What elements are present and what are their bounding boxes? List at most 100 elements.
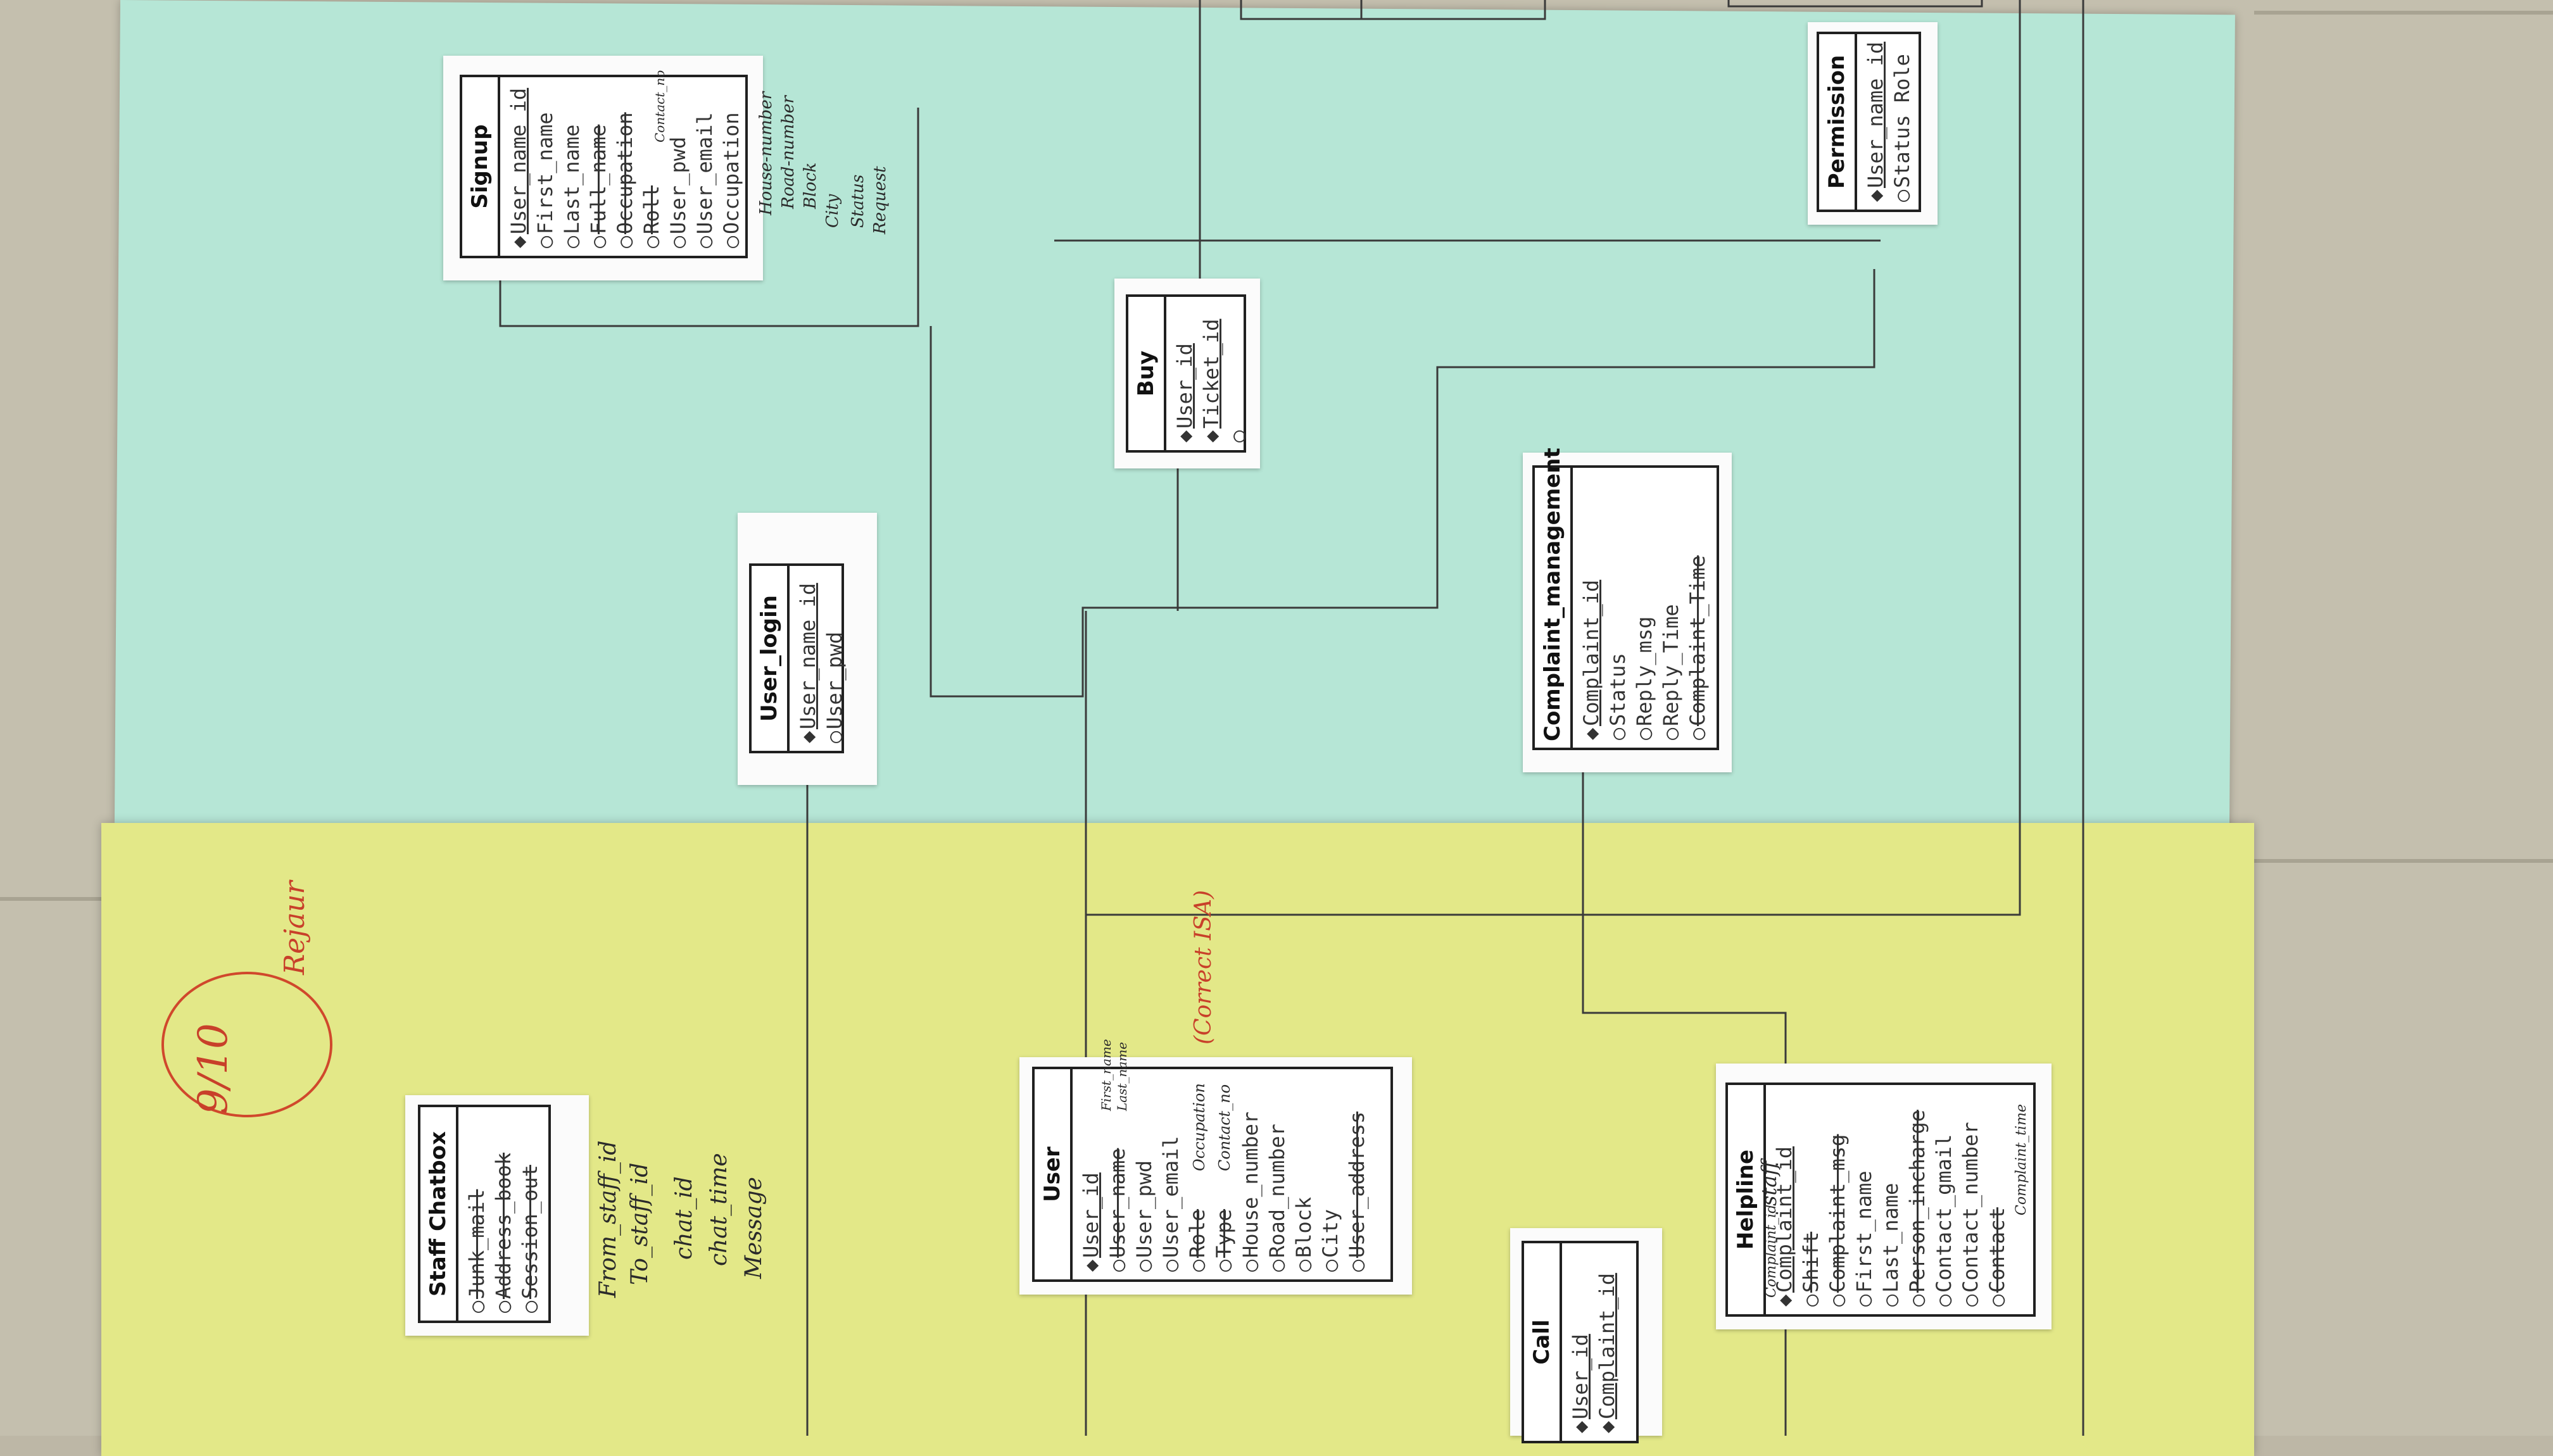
- helpline-inline-note: Complaint_id: [1763, 1205, 1779, 1298]
- user-login-card: User_login ◆User_name id ○User_pwd: [738, 513, 877, 785]
- note-line: Complaint_time: [2014, 1104, 2029, 1215]
- signup-field: ○User_pwd: [666, 136, 690, 248]
- note-line: Contact_no: [1216, 1084, 1233, 1171]
- user-inline-note: First_name: [1099, 1039, 1114, 1111]
- call-table: Call ◆User_id ◆Complaint_id: [1522, 1241, 1639, 1443]
- note-line: Rejaur: [279, 881, 311, 975]
- note-line: To_staff_id: [627, 1162, 653, 1285]
- complaint-management-card: Complaint_management ◆Complaint_id ○Stat…: [1523, 448, 1732, 772]
- helpline-inline-note: Complaint_time: [2014, 1104, 2029, 1215]
- signup-extra-note: Request: [871, 166, 890, 234]
- user-field: ○House_number: [1239, 1111, 1263, 1272]
- signup-card: Signup ◆User_name id ○First_name ○Last_n…: [443, 56, 763, 280]
- complaint-management-field: ○Reply_Time: [1659, 604, 1683, 740]
- user-table: User ◆User_id ○User_name ○User_pwd ○User…: [1032, 1067, 1393, 1282]
- signup-table: Signup ◆User_name id ○First_name ○Last_n…: [460, 75, 748, 258]
- user-field: ○User_email: [1159, 1136, 1183, 1272]
- buy-title: Buy: [1128, 297, 1166, 450]
- helpline-field: ○Person_incharge: [1905, 1110, 1929, 1307]
- user-inline-note: Contact_no: [1216, 1084, 1233, 1171]
- permission-table: Permission ◆User_name id ○Status Role: [1817, 32, 1921, 212]
- user-login-title: User_login: [752, 566, 790, 751]
- call-card: Call ◆User_id ◆Complaint_id: [1510, 1228, 1662, 1443]
- staff-chatbox-card: Staff Chatbox ○Junk_mail ○Address_book ○…: [405, 1095, 589, 1336]
- complaint-management-field: ○Reply_msg: [1632, 616, 1656, 740]
- chatbox-extra-note: chat_id: [671, 1176, 697, 1260]
- signup-field: ◆User_name id: [507, 87, 531, 248]
- staff-chatbox-field: ○Junk_mail: [465, 1189, 489, 1313]
- staff-chatbox-title: Staff Chatbox: [420, 1107, 458, 1321]
- signup-extra-note: Road-number: [779, 96, 798, 209]
- note-line: City: [823, 194, 842, 228]
- helpline-field: ○Last_name: [1879, 1183, 1903, 1307]
- user-correction-note: (Correct ISA): [1190, 890, 1216, 1045]
- signup-field: ○Last_name: [560, 124, 584, 248]
- helpline-field: ○Shift: [1799, 1231, 1823, 1307]
- note-line: Occupation: [1190, 1083, 1208, 1171]
- user-inline-note: Occupation: [1190, 1083, 1208, 1171]
- note-line: (Correct ISA): [1190, 890, 1216, 1045]
- note-line: Block: [801, 162, 820, 209]
- staff-chatbox-field: ○Session_out: [518, 1165, 542, 1313]
- helpline-field: ○First_name: [1852, 1170, 1876, 1307]
- note-line: chat_id: [671, 1176, 697, 1260]
- signup-field: ○Full_name: [586, 124, 610, 248]
- note-line: Request: [871, 166, 890, 234]
- call-field: ◆Complaint_id: [1595, 1272, 1619, 1433]
- signup-extra-note: Block: [801, 163, 820, 209]
- signup-field: ○First_name: [533, 112, 557, 248]
- user-field: ○User_pwd: [1132, 1160, 1156, 1272]
- signup-title: Signup: [462, 77, 500, 256]
- grade-text: 9/10: [190, 1023, 237, 1114]
- signup-extra-note: House-number: [757, 92, 776, 215]
- user-login-table: User_login ◆User_name id ○User_pwd: [749, 563, 847, 753]
- helpline-field: ○Contact_gmail: [1932, 1134, 1956, 1307]
- call-field: ◆User_id: [1568, 1334, 1592, 1433]
- user-field: ○Road_number: [1265, 1124, 1289, 1272]
- note-line: Message: [741, 1177, 767, 1279]
- user-login-field: ◆User_name id: [796, 582, 820, 743]
- signup-field: ○Occupation: [613, 112, 637, 248]
- user-card: User ◆User_id ○User_name ○User_pwd ○User…: [1019, 1057, 1412, 1295]
- user-title: User: [1035, 1069, 1073, 1279]
- helpline-inline-note: staff: [1757, 1161, 1781, 1206]
- helpline-field: ○Complaint_msg: [1825, 1134, 1850, 1307]
- helpline-card: Helpline ◆Complaint_id ○Shift ○Complaint…: [1716, 1064, 2052, 1329]
- note-line: House-number: [757, 91, 776, 215]
- staff-chatbox-field: ○Address_book: [491, 1152, 515, 1313]
- buy-card: Buy ◆User_id ◆Ticket_id ○: [1114, 279, 1260, 468]
- permission-card: Permission ◆User_name id ○Status Role: [1808, 22, 1938, 225]
- complaint-management-field: ○Status: [1606, 653, 1630, 740]
- signup-extra-note: Status: [848, 175, 867, 228]
- signup-inline-note: Contact_no: [652, 70, 667, 142]
- buy-field: ○: [1226, 430, 1250, 442]
- buy-table: Buy ◆User_id ◆Ticket_id ○: [1126, 294, 1250, 453]
- user-login-field: ○User_pwd: [823, 631, 847, 743]
- user-field: ○User_address: [1345, 1111, 1369, 1272]
- grade-circle: [161, 972, 332, 1117]
- user-field: ○Block: [1292, 1196, 1316, 1272]
- complaint-management-title: Complaint_management: [1535, 448, 1573, 748]
- signup-field: ○User_email: [693, 112, 717, 248]
- permission-field: ○Status Role: [1890, 54, 1914, 202]
- permission-field: ◆User_name id: [1863, 41, 1888, 202]
- note-line: Road-number: [779, 96, 798, 209]
- user-field: ○City: [1318, 1208, 1342, 1272]
- complaint-management-field: ◆Complaint_id: [1579, 579, 1603, 740]
- chatbox-extra-note: chat_time: [706, 1153, 732, 1266]
- helpline-field: ○Contact: [1985, 1207, 2009, 1307]
- user-inline-note: Last_name: [1114, 1042, 1130, 1111]
- grader-signature: Rejaur: [279, 881, 311, 975]
- staff-chatbox-table: Staff Chatbox ○Junk_mail ○Address_book ○…: [418, 1105, 551, 1323]
- note-line: Last_name: [1114, 1041, 1130, 1111]
- helpline-field: ○Contact_number: [1958, 1122, 1983, 1307]
- signup-extra-note: City: [823, 194, 842, 228]
- call-title: Call: [1524, 1243, 1562, 1441]
- complaint-management-field: ○Complaint_Time: [1686, 555, 1710, 740]
- note-line: Complaint_id: [1763, 1204, 1779, 1298]
- chatbox-extra-note: To_staff_id: [627, 1163, 653, 1285]
- chatbox-extra-note: From_staff_id: [595, 1141, 621, 1298]
- buy-field: ◆Ticket_id: [1199, 318, 1223, 442]
- note-line: Contact_no: [652, 70, 667, 142]
- permission-title: Permission: [1819, 34, 1857, 210]
